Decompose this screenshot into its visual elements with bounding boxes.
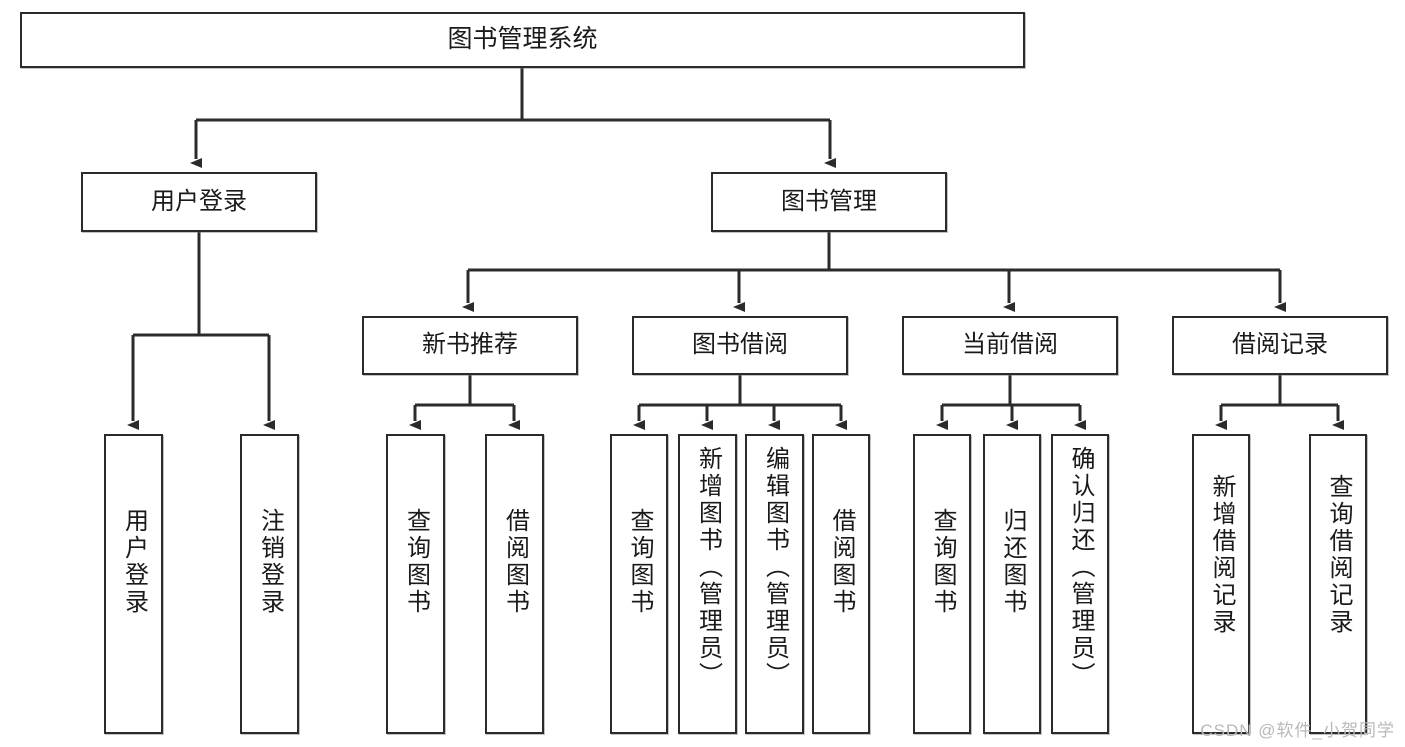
node-leaf-return-book[interactable]: 归还图书: [983, 434, 1041, 734]
node-leaf-borrow-book-2[interactable]: 借阅图书: [812, 434, 870, 734]
node-borrow-record[interactable]: 借阅记录: [1172, 316, 1388, 375]
node-borrow-record-label: 借阅记录: [1232, 331, 1328, 359]
node-leaf-edit-book-label: 编辑图书（管理员）: [761, 446, 789, 689]
node-leaf-query-book-2[interactable]: 查询图书: [610, 434, 668, 734]
node-leaf-borrow-book-1[interactable]: 借阅图书: [485, 434, 544, 734]
node-leaf-query-book-3[interactable]: 查询图书: [913, 434, 971, 734]
node-root-label: 图书管理系统: [447, 25, 598, 54]
node-leaf-query-book-1-label: 查询图书: [402, 508, 430, 616]
node-leaf-return-book-label: 归还图书: [999, 508, 1026, 616]
node-user-login[interactable]: 用户登录: [81, 172, 317, 232]
node-leaf-user-login-label: 用户登录: [120, 508, 148, 616]
node-leaf-borrow-book-1-label: 借阅图书: [501, 508, 529, 616]
node-leaf-query-record[interactable]: 查询借阅记录: [1309, 434, 1367, 734]
node-book-borrow-label: 图书借阅: [692, 331, 788, 359]
node-leaf-logout-login-label: 注销登录: [256, 508, 284, 616]
watermark-text: CSDN @软件_小贺同学: [1200, 721, 1395, 740]
node-new-book-rec[interactable]: 新书推荐: [362, 316, 578, 375]
node-root[interactable]: 图书管理系统: [20, 12, 1025, 68]
node-book-manage[interactable]: 图书管理: [711, 172, 947, 232]
node-leaf-add-book[interactable]: 新增图书（管理员）: [678, 434, 737, 734]
node-book-manage-label: 图书管理: [781, 187, 877, 215]
node-current-borrow[interactable]: 当前借阅: [902, 316, 1118, 375]
node-leaf-logout-login[interactable]: 注销登录: [240, 434, 299, 734]
node-leaf-edit-book[interactable]: 编辑图书（管理员）: [745, 434, 804, 734]
node-book-borrow[interactable]: 图书借阅: [632, 316, 848, 375]
node-leaf-confirm-return-label: 确认归还（管理员）: [1067, 446, 1094, 689]
node-user-login-label: 用户登录: [151, 187, 247, 215]
node-leaf-query-book-1[interactable]: 查询图书: [386, 434, 445, 734]
node-leaf-confirm-return[interactable]: 确认归还（管理员）: [1051, 434, 1109, 734]
node-leaf-query-record-label: 查询借阅记录: [1325, 474, 1352, 636]
node-leaf-query-book-3-label: 查询图书: [929, 508, 956, 616]
node-leaf-add-record-label: 新增借阅记录: [1208, 474, 1235, 636]
node-leaf-add-book-label: 新增图书（管理员）: [694, 446, 722, 689]
node-leaf-borrow-book-2-label: 借阅图书: [828, 508, 855, 616]
node-leaf-add-record[interactable]: 新增借阅记录: [1192, 434, 1250, 734]
node-current-borrow-label: 当前借阅: [962, 331, 1058, 359]
node-leaf-query-book-2-label: 查询图书: [626, 508, 653, 616]
node-new-book-rec-label: 新书推荐: [422, 331, 518, 359]
node-leaf-user-login[interactable]: 用户登录: [104, 434, 163, 734]
